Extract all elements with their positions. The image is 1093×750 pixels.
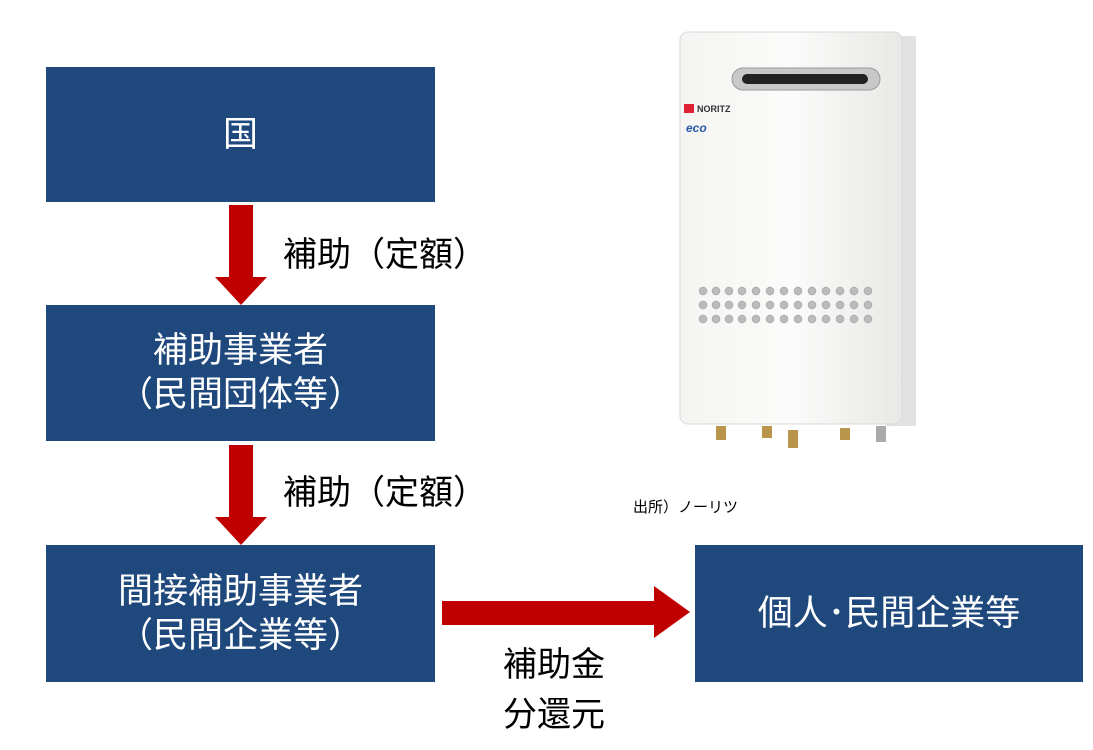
arrow-label-2: 補助（定額） bbox=[283, 473, 487, 513]
arrow-down-1 bbox=[215, 205, 267, 305]
svg-text:eco: eco bbox=[686, 121, 707, 135]
box-subsidy-operator: 補助事業者 （民間団体等） bbox=[46, 305, 435, 441]
arrow-down-2 bbox=[215, 445, 267, 545]
svg-text:NORITZ: NORITZ bbox=[697, 104, 731, 114]
box-indirect-operator-line2: （民間企業等） bbox=[117, 615, 363, 656]
box-recipient: 個人･民間企業等 bbox=[695, 545, 1083, 682]
box-indirect-operator-line1: 間接補助事業者 bbox=[117, 571, 363, 612]
box-subsidy-operator-line2: （民間団体等） bbox=[117, 375, 363, 415]
arrow-right bbox=[442, 586, 690, 638]
box-country-label: 国 bbox=[222, 114, 258, 155]
arrow-label-1: 補助（定額） bbox=[283, 235, 487, 275]
box-subsidy-operator-line1: 補助事業者 bbox=[152, 331, 328, 371]
box-indirect-operator: 間接補助事業者 （民間企業等） bbox=[46, 545, 435, 682]
water-heater-image: NORITZ eco bbox=[679, 31, 916, 448]
image-caption: 出所）ノーリツ bbox=[633, 498, 739, 516]
return-label-line1: 補助金 bbox=[503, 645, 605, 685]
return-label-line2: 分還元 bbox=[503, 695, 605, 735]
box-country: 国 bbox=[46, 67, 435, 202]
box-recipient-label: 個人･民間企業等 bbox=[757, 593, 1021, 634]
